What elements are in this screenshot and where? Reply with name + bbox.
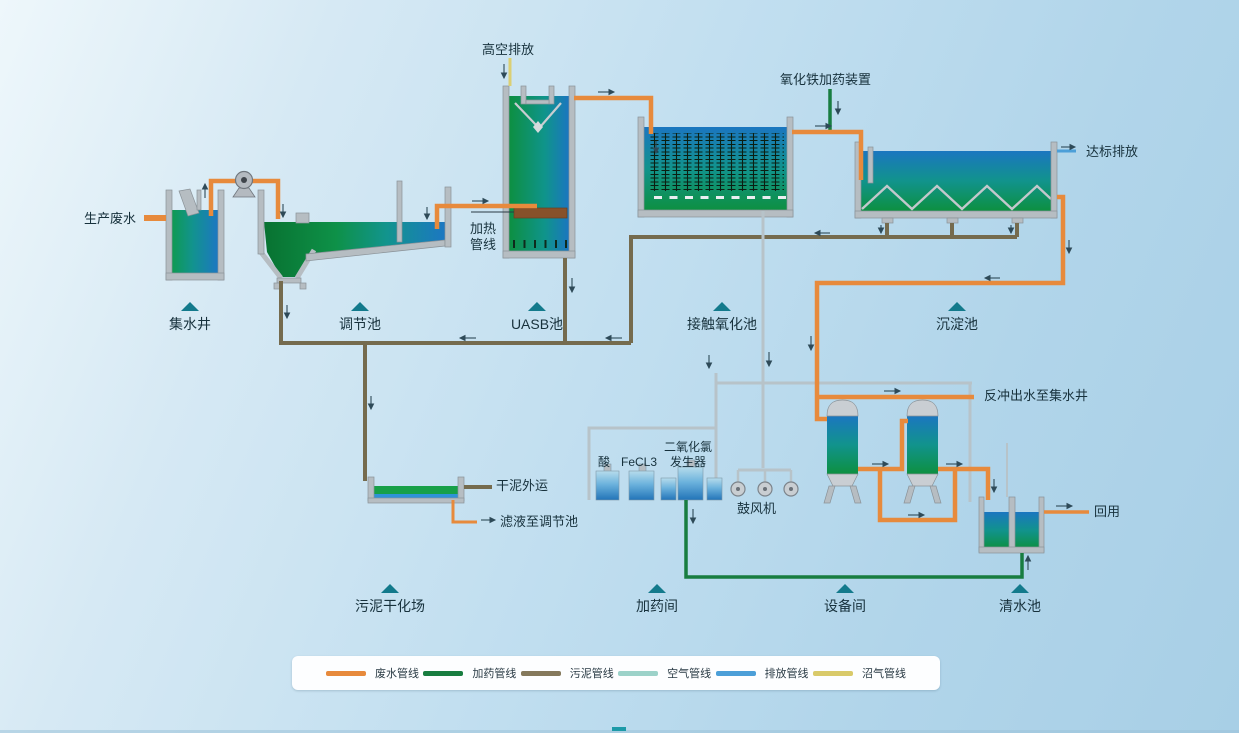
acid-label: 酸 (598, 455, 611, 469)
filter-1 (823, 399, 862, 504)
influent-label: 生产废水 (84, 211, 137, 226)
sludge-distributors (513, 240, 567, 248)
uasb-to-contact-pipe (574, 95, 654, 134)
filter-bypass-pipe (877, 471, 958, 523)
backwash-label: 反冲出水至集水井 (984, 388, 1089, 403)
sludge-pipes (279, 223, 1019, 489)
marker-triangle-icon (528, 302, 546, 311)
heating-coil (513, 207, 568, 219)
compliant-discharge-label: 达标排放 (1086, 144, 1139, 159)
air-line-swatch (618, 670, 659, 676)
heating-pipe-label: 加热管线 (470, 221, 497, 253)
filter1-to-filter2-pipe (858, 418, 908, 472)
inlet-flap (178, 188, 200, 217)
clear-water-tank (978, 496, 1045, 554)
unit-label-sludge-drying-bed: 污泥干化场 (355, 584, 425, 616)
contact-oxidation-tank (637, 116, 794, 218)
legend-item-sludge: 污泥管线 (520, 665, 614, 681)
separator-cone (533, 121, 543, 133)
aeration-dashes (654, 196, 786, 199)
gas-vent-label: 高空排放 (482, 42, 535, 57)
unit-label-dosing-room: 加药间 (636, 584, 678, 616)
marker-triangle-icon (836, 584, 854, 593)
marker-triangle-icon (1011, 584, 1029, 593)
unit-label-clear-water-tank: 清水池 (999, 584, 1041, 616)
pump-icon (232, 170, 256, 198)
dosing-line-swatch (423, 670, 464, 676)
dosing-room-tanks (595, 459, 723, 501)
filter-2 (903, 399, 942, 504)
clo2-generator-tank (677, 466, 704, 501)
unit-label-collection-well: 集水井 (169, 302, 211, 334)
sedimentation-tank (854, 141, 1058, 224)
marker-triangle-icon (351, 302, 369, 311)
dry-sludge-label: 干泥外运 (496, 478, 549, 493)
contact-to-sed-pipe (792, 129, 864, 180)
marker-triangle-icon (181, 302, 199, 311)
blower-icons (730, 481, 799, 497)
marker-triangle-icon (648, 584, 666, 593)
filter2-to-clearwater-pipe (938, 466, 991, 500)
air-pipes (587, 211, 1008, 502)
blower-label: 鼓风机 (737, 501, 777, 516)
biofilm-media (648, 133, 784, 191)
acid-tank (595, 470, 620, 501)
filtrate-label: 滤液至调节池 (500, 514, 579, 529)
baffle (396, 180, 403, 243)
fecl3-label: FeCL3 (621, 455, 658, 469)
unit-label-uasb-tank: UASB池 (511, 302, 563, 334)
fecl3-tank (628, 470, 655, 501)
flow-arrows (201, 64, 1077, 570)
pipeline-legend: 废水管线 加药管线 污泥管线 空气管线 排放管线 沼气管线 (292, 656, 940, 690)
equalization-tank (257, 180, 452, 290)
lamella-plates (861, 184, 1052, 211)
collection-well-tank (165, 188, 225, 281)
legend-item-air: 空气管线 (618, 665, 711, 681)
sludge-drying-bed (367, 476, 465, 504)
unit-label-equipment-room: 设备间 (824, 584, 866, 616)
bottom-tick-mark (612, 727, 626, 731)
legend-item-biogas: 沼气管线 (812, 665, 906, 681)
legend-item-discharge: 排放管线 (715, 665, 809, 681)
clo2-dosing-pipe (684, 500, 1024, 579)
unit-label-equalization-tank: 调节池 (339, 302, 381, 334)
marker-triangle-icon (381, 584, 399, 593)
wastewater-line-swatch (326, 670, 366, 676)
unit-label-contact-oxidation-tank: 接触氧化池 (687, 302, 757, 334)
legend-item-dosing: 加药管线 (423, 665, 516, 681)
unit-label-sedimentation-tank: 沉淀池 (936, 302, 978, 334)
inlet-baffle (867, 146, 874, 184)
biogas-line-swatch (812, 670, 853, 676)
reuse-label: 回用 (1094, 504, 1121, 519)
discharge-line-swatch (715, 670, 756, 676)
eq-to-uasb-pipe (434, 203, 537, 229)
filtrate-pipe (451, 500, 477, 524)
uasb-tank (471, 85, 576, 259)
iron-dosing-label: 氧化铁加药装置 (780, 72, 872, 87)
sludge-line-swatch (520, 670, 561, 676)
marker-triangle-icon (713, 302, 731, 311)
clo2-generator-label: 二氧化氯发生器 (663, 440, 712, 469)
legend-item-wastewater: 废水管线 (326, 665, 419, 681)
bottom-edge-line (0, 730, 1239, 733)
marker-triangle-icon (948, 302, 966, 311)
sed-to-filter-pipe (814, 194, 1066, 422)
filter-vessels (823, 399, 942, 504)
